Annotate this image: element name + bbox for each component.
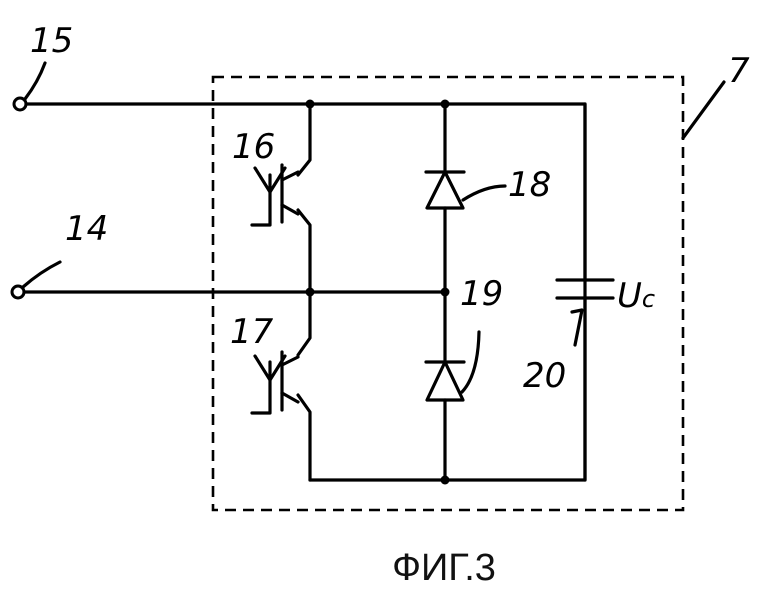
- junction-bottom-diode: [440, 475, 450, 485]
- label-module-7: 7: [728, 51, 750, 91]
- label-diode-18: 18: [508, 165, 551, 205]
- label-terminal-14: 14: [65, 209, 108, 249]
- diode-19: [424, 360, 466, 402]
- diode-18-leader: [461, 184, 507, 202]
- diode-19-leader: [460, 330, 481, 394]
- wire-switch-leg: [296, 102, 312, 482]
- igbt-16: [250, 163, 300, 227]
- label-terminal-15: 15: [30, 21, 73, 61]
- label-igbt-16: 16: [232, 127, 275, 167]
- junction-top-switch: [305, 99, 315, 109]
- capacitor-20-leader: [570, 308, 584, 347]
- junction-top-diode: [440, 99, 450, 109]
- voltage-symbol: U: [617, 276, 642, 316]
- label-igbt-17: 17: [230, 312, 274, 352]
- label-capacitor-20: 20: [523, 356, 566, 396]
- igbt-17: [250, 350, 300, 415]
- module-leader-line: [681, 80, 726, 140]
- terminal-14-leader: [21, 260, 62, 289]
- junction-mid-diode: [440, 287, 450, 297]
- figure-caption: ФИГ.3: [392, 547, 496, 589]
- junction-mid-switch: [305, 287, 315, 297]
- label-midpoint-19: 19: [460, 274, 503, 314]
- label-capacitor-voltage: Uc: [617, 276, 655, 316]
- diode-18: [424, 170, 466, 210]
- voltage-subscript: c: [642, 285, 655, 313]
- terminal-15-leader: [23, 61, 47, 101]
